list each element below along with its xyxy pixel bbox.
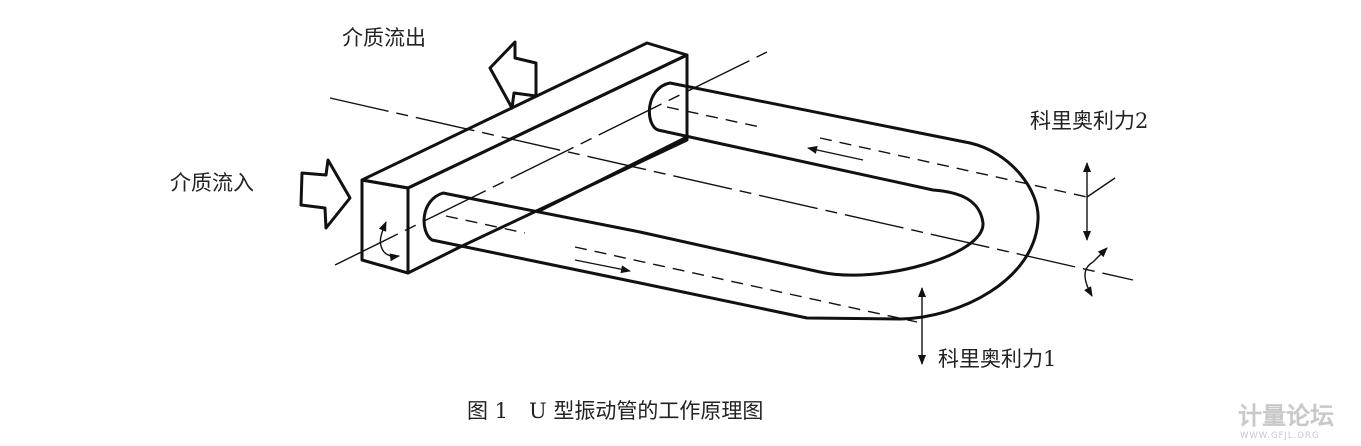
block-rotation-arrow-icon [378, 221, 400, 262]
figure-caption: 图 1 U 型振动管的工作原理图 [467, 399, 763, 423]
axis-line-diagonal [334, 51, 768, 266]
inflow-arrow-icon [299, 158, 352, 230]
coriolis-force-1-label: 科里奥利力1 [938, 347, 1056, 371]
watermark-url: WWW.GFJL.ORG [1240, 431, 1320, 441]
outflow-label: 介质流出 [342, 26, 426, 50]
watermark-title: 计量论坛 [1238, 402, 1334, 430]
manifold-block [360, 41, 689, 275]
coriolis-force-2-label: 科里奥利力2 [1030, 109, 1148, 133]
axis-line-horizontal [329, 97, 1134, 281]
u-tube [422, 81, 1116, 323]
inflow-label: 介质流入 [170, 171, 254, 195]
flow-arrow-left-icon [807, 146, 864, 161]
outflow-arrow-icon [488, 40, 538, 110]
flow-arrow-right-icon [574, 259, 631, 274]
rotation-arrow-icon [1084, 247, 1108, 297]
